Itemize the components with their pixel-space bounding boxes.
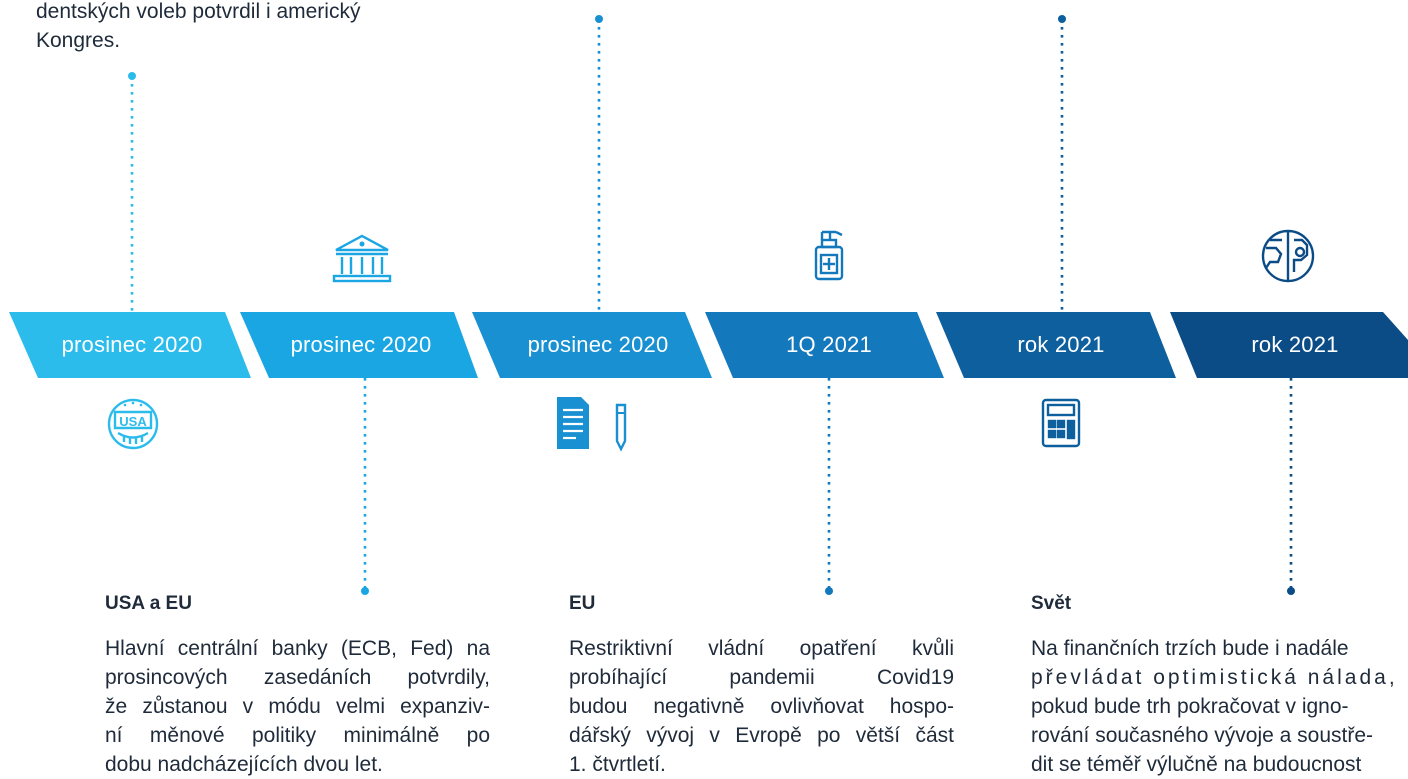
block-title: EU bbox=[569, 593, 596, 614]
block-text-line: probíhající pandemii Covid19 bbox=[569, 666, 954, 689]
timeline-chevron-5 bbox=[936, 312, 1176, 378]
block-text-line: dit se téměř výlučně na budoucnost bbox=[1031, 753, 1362, 776]
timeline-chevron-4 bbox=[705, 312, 944, 378]
block-text-line: Na finančních trzích bude i nadále bbox=[1031, 637, 1349, 660]
block-title: Svět bbox=[1031, 593, 1072, 614]
timeline-label-3: prosinec 2020 bbox=[527, 332, 669, 357]
block-text-line: 1. čtvrtletí. bbox=[569, 753, 666, 776]
block-text-line: dářský vývoj v Evropě po větší část bbox=[569, 724, 954, 747]
block-text-line: Restriktivní vládní opatření kvůli bbox=[569, 637, 954, 660]
block-text: Restriktivní vládní opatření kvůli probí… bbox=[569, 634, 954, 779]
timeline-label-6: rok 2021 bbox=[1251, 332, 1339, 357]
timeline-chevron-2 bbox=[240, 312, 478, 378]
connector-dot-4 bbox=[825, 587, 833, 595]
block-text-line: že zůstanou v módu velmi expanziv- bbox=[105, 695, 490, 718]
top-text-line: dentských voleb potvrdil i americký bbox=[36, 0, 361, 23]
calculator-icon bbox=[1041, 398, 1081, 448]
block-text-line: rování současného vývoje a soustře- bbox=[1031, 724, 1374, 747]
info-block-usa-eu: USA a EU Hlavní centrální banky (ECB, Fe… bbox=[105, 593, 490, 779]
connector-dot-6 bbox=[1287, 587, 1295, 595]
block-title: USA a EU bbox=[105, 593, 192, 614]
info-block-eu: EU Restriktivní vládní opatření kvůli pr… bbox=[569, 593, 954, 779]
globe-icon bbox=[1261, 229, 1315, 283]
timeline-label-2: prosinec 2020 bbox=[290, 332, 432, 357]
timeline-label-5: rok 2021 bbox=[1017, 332, 1105, 357]
timeline-chevron-6 bbox=[1170, 312, 1408, 378]
block-text: Na finančních trzích bude i nadále převl… bbox=[1031, 634, 1408, 779]
block-text-line: dobu nadcházejících dvou let. bbox=[105, 753, 383, 776]
top-text-line: Kongres. bbox=[36, 29, 121, 52]
block-text-line: prosincových zasedáních potvrdily, bbox=[105, 666, 490, 689]
bank-building-icon bbox=[332, 234, 392, 283]
connector-dot-2 bbox=[361, 587, 369, 595]
document-pen-icon bbox=[557, 397, 627, 452]
timeline-label-1: prosinec 2020 bbox=[61, 332, 203, 357]
sanitizer-bottle-icon bbox=[814, 230, 844, 281]
block-text-line: Hlavní centrální banky (ECB, Fed) na bbox=[105, 637, 490, 660]
block-text-line: budou negativně ovlivňovat hospo- bbox=[569, 695, 954, 718]
block-text-line: pokud bude trh pokračovat v igno- bbox=[1031, 695, 1349, 718]
timeline-chevron-3 bbox=[472, 312, 712, 378]
connector-dot-5 bbox=[1058, 15, 1066, 23]
connector-dot-1 bbox=[128, 72, 136, 80]
top-text-fragment: dentských voleb potvrdil i americký Kong… bbox=[36, 0, 376, 55]
timeline-label-4: 1Q 2021 bbox=[786, 332, 872, 357]
block-text-line: ní měnové politiky minimálně po bbox=[105, 724, 490, 747]
svg-text:USA: USA bbox=[119, 414, 147, 429]
usa-badge-icon: USA bbox=[107, 398, 159, 450]
block-text-line: převládat optimistická nálada, bbox=[1031, 666, 1398, 689]
info-block-svet: Svět Na finančních trzích bude i nadále … bbox=[1031, 593, 1408, 779]
block-text: Hlavní centrální banky (ECB, Fed) na pro… bbox=[105, 634, 490, 779]
timeline-chevron-1 bbox=[9, 312, 251, 378]
connector-dot-3 bbox=[595, 15, 603, 23]
